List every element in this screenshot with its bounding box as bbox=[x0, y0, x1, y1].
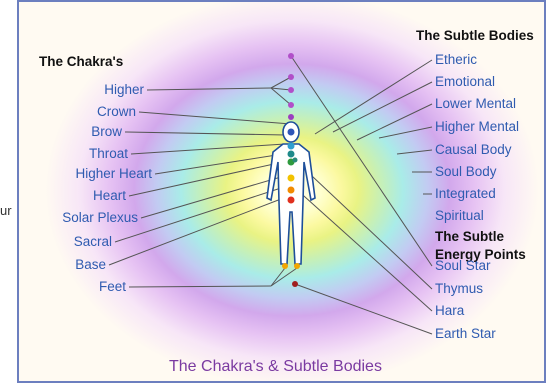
throat-dot bbox=[288, 143, 295, 150]
feet-dot-left bbox=[282, 263, 288, 269]
higher-heart-dot bbox=[288, 151, 295, 158]
higher-dot-3 bbox=[288, 102, 294, 108]
line-feet bbox=[129, 286, 271, 287]
label-brow: Brow bbox=[91, 124, 122, 140]
label-causal-body: Causal Body bbox=[435, 142, 512, 158]
base-dot bbox=[288, 197, 295, 204]
label-hara: Hara bbox=[435, 303, 464, 319]
diagram-frame: The Chakra's Higher Crown Brow Throat Hi… bbox=[17, 0, 546, 383]
label-base: Base bbox=[75, 257, 106, 273]
label-feet: Feet bbox=[99, 279, 126, 295]
thymus-dot bbox=[293, 158, 298, 163]
soul-star-dot bbox=[288, 53, 294, 59]
label-thymus: Thymus bbox=[435, 281, 483, 297]
label-higher-mental: Higher Mental bbox=[435, 119, 519, 135]
line-higher-heart bbox=[155, 154, 283, 174]
subtle-bodies-heading: The Subtle Bodies bbox=[416, 28, 534, 43]
label-throat: Throat bbox=[89, 146, 128, 162]
energy-points-heading-line1: The Subtle bbox=[435, 228, 504, 246]
line-brow bbox=[125, 132, 285, 135]
line-earth-star bbox=[295, 284, 432, 334]
crown-dot bbox=[288, 114, 294, 120]
diagram-title: The Chakra's & Subtle Bodies bbox=[169, 358, 382, 376]
sacral-dot bbox=[288, 187, 295, 194]
line-base bbox=[109, 199, 281, 265]
higher-dot-1 bbox=[288, 74, 294, 80]
label-higher: Higher bbox=[104, 82, 144, 98]
label-earth-star: Earth Star bbox=[435, 326, 496, 342]
line-causal-body bbox=[397, 150, 432, 154]
chakras-heading: The Chakra's bbox=[39, 54, 123, 69]
line-soul-star bbox=[291, 56, 432, 266]
label-heart: Heart bbox=[93, 188, 126, 204]
line-heart bbox=[129, 162, 283, 196]
label-higher-heart: Higher Heart bbox=[75, 166, 152, 182]
line-etheric bbox=[315, 60, 432, 134]
label-soul-star: Soul Star bbox=[435, 258, 491, 274]
higher-dot-2 bbox=[288, 87, 294, 93]
feet-dot-right bbox=[294, 263, 300, 269]
label-lower-mental: Lower Mental bbox=[435, 96, 516, 112]
solar-plexus-dot bbox=[288, 175, 295, 182]
label-solar-plexus: Solar Plexus bbox=[62, 210, 138, 226]
line-crown bbox=[139, 112, 291, 124]
chakra-dots bbox=[288, 53, 294, 120]
label-emotional: Emotional bbox=[435, 74, 495, 90]
line-higher-mental bbox=[379, 127, 432, 138]
label-integrated: Integrated bbox=[435, 186, 496, 202]
line-higher bbox=[147, 88, 271, 90]
earth-star-dot bbox=[292, 281, 298, 287]
line-sacral bbox=[115, 188, 281, 242]
line-hara bbox=[295, 188, 432, 311]
label-etheric: Etheric bbox=[435, 52, 477, 68]
label-crown: Crown bbox=[97, 104, 136, 120]
brow-dot bbox=[288, 129, 295, 136]
line-thymus bbox=[295, 160, 432, 289]
line-throat bbox=[131, 144, 285, 154]
label-spiritual: Spiritual bbox=[435, 208, 484, 224]
label-sacral: Sacral bbox=[74, 234, 112, 250]
stray-text-visible: ur bbox=[0, 203, 12, 218]
line-emotional bbox=[333, 82, 432, 132]
label-soul-body: Soul Body bbox=[435, 164, 497, 180]
